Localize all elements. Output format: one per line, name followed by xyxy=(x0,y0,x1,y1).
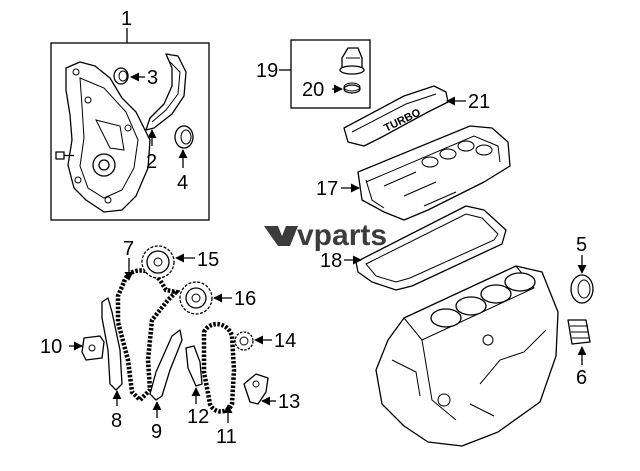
cover-gasket-2 xyxy=(145,53,187,131)
cylinder-block xyxy=(375,265,559,447)
callout-2: 2 xyxy=(146,151,157,173)
callout-5: 5 xyxy=(576,234,587,256)
callout-14: 14 xyxy=(274,330,296,352)
chain-guide-8 xyxy=(101,297,123,391)
tensioner-arm-9 xyxy=(149,329,183,401)
group-19-frame xyxy=(290,39,371,109)
callout-21: 21 xyxy=(468,91,490,113)
callout-10: 10 xyxy=(40,336,62,358)
callout-16: 16 xyxy=(234,288,256,310)
callout-7: 7 xyxy=(123,238,134,260)
callout-1: 1 xyxy=(121,8,132,30)
filler-cap-gasket xyxy=(343,82,361,94)
callout-3: 3 xyxy=(147,67,158,89)
oil-seal-4 xyxy=(174,125,194,149)
cover-seal-3 xyxy=(113,67,129,85)
oil-filler-cap xyxy=(339,47,365,75)
callout-12: 12 xyxy=(187,406,209,428)
bolt xyxy=(55,151,74,160)
callout-19: 19 xyxy=(256,60,278,82)
watermark: vparts xyxy=(264,219,387,252)
callout-13: 13 xyxy=(278,391,300,413)
crank-seal-5 xyxy=(570,274,594,304)
callout-9: 9 xyxy=(151,421,162,443)
balance-chain-11 xyxy=(201,322,237,414)
callout-6: 6 xyxy=(576,367,587,389)
cam-sprocket-16 xyxy=(179,281,213,315)
chain-tensioner-10 xyxy=(81,335,105,361)
callout-17: 17 xyxy=(316,178,338,200)
valve-cover xyxy=(357,125,511,221)
callout-8: 8 xyxy=(111,410,122,432)
callout-11: 11 xyxy=(216,426,237,448)
balance-sprocket-14 xyxy=(234,331,254,351)
watermark-text: vparts xyxy=(297,219,387,252)
callout-4: 4 xyxy=(177,172,188,194)
callout-15: 15 xyxy=(197,249,219,271)
engine-cover: TURBO xyxy=(343,85,449,147)
timing-cover xyxy=(65,61,151,213)
group-1-frame xyxy=(50,42,210,221)
oil-separator-6 xyxy=(567,319,591,345)
mvparts-logo xyxy=(264,226,298,246)
balance-guide-12 xyxy=(185,345,203,387)
valve-cover-gasket xyxy=(355,205,507,291)
callout-20: 20 xyxy=(302,79,324,101)
balance-tensioner-13 xyxy=(243,373,269,405)
cam-sprocket-15 xyxy=(141,245,175,279)
callout-18: 18 xyxy=(320,250,342,272)
